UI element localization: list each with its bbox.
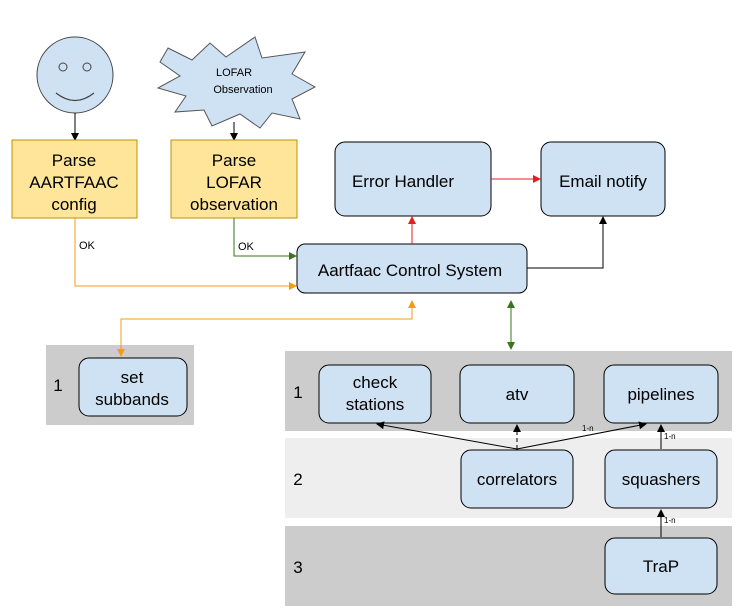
parse-lofar-line3: observation — [190, 195, 278, 214]
error-handler-label: Error Handler — [352, 172, 454, 191]
check-stations-box: check stations — [318, 364, 432, 424]
set-subbands-box: set subbands — [78, 357, 188, 417]
lofar-observation-burst: LOFAR Observation — [156, 36, 317, 129]
email-notify-box: Email notify — [540, 141, 666, 217]
check-stations-line2: stations — [346, 395, 405, 414]
edge-control-to-set-subbands — [117, 300, 416, 357]
set-subbands-line1: set — [121, 368, 144, 387]
tier-label-3: 3 — [293, 558, 302, 577]
left-panel-label: 1 — [53, 376, 62, 395]
parse-aartfaac-line3: config — [51, 195, 96, 214]
parse-lofar-line2: LOFAR — [206, 173, 262, 192]
tier-label-1: 1 — [293, 383, 302, 402]
lofar-observation-line2: Observation — [213, 84, 272, 96]
parse-aartfaac-line1: Parse — [52, 151, 96, 170]
check-stations-line1: check — [353, 373, 398, 392]
set-subbands-line2: subbands — [95, 390, 169, 409]
parse-aartfaac-line2: AARTFAAC — [29, 173, 118, 192]
parse-aartfaac-config-box: Parse AARTFAAC config — [11, 139, 138, 219]
tier-label-2: 2 — [293, 470, 302, 489]
lofar-observation-line1: LOFAR — [216, 67, 252, 79]
control-system-box: Aartfaac Control System — [296, 243, 528, 294]
edge-label-ok-left: OK — [79, 240, 96, 252]
parse-lofar-observation-box: Parse LOFAR observation — [170, 139, 298, 219]
edge-parse-aartfaac-to-control — [74, 218, 297, 290]
atv-box: atv — [459, 364, 575, 424]
edge-correlators-to-check-stations — [376, 421, 518, 450]
smiley-face-icon — [36, 36, 114, 114]
parse-lofar-line1: Parse — [212, 151, 256, 170]
edge-label-1-n-a: 1-n — [582, 424, 594, 433]
edge-parse-lofar-to-control — [233, 218, 297, 260]
edge-label-ok-right: OK — [238, 241, 255, 253]
correlators-box: correlators — [460, 449, 574, 509]
email-notify-label: Email notify — [559, 172, 647, 191]
atv-label: atv — [506, 385, 529, 404]
trap-box: TraP — [604, 537, 718, 595]
error-handler-box: Error Handler — [334, 141, 492, 217]
edge-label-1-n-c: 1-n — [664, 516, 676, 525]
control-system-label: Aartfaac Control System — [318, 261, 502, 280]
squashers-label: squashers — [622, 470, 700, 489]
squashers-box: squashers — [604, 449, 718, 509]
trap-label: TraP — [643, 557, 679, 576]
pipelines-label: pipelines — [627, 385, 694, 404]
pipelines-box: pipelines — [603, 364, 719, 424]
edge-correlators-to-pipelines — [516, 421, 647, 450]
correlators-label: correlators — [477, 470, 557, 489]
edge-control-to-email — [527, 216, 607, 269]
edge-label-1-n-b: 1-n — [664, 432, 676, 441]
